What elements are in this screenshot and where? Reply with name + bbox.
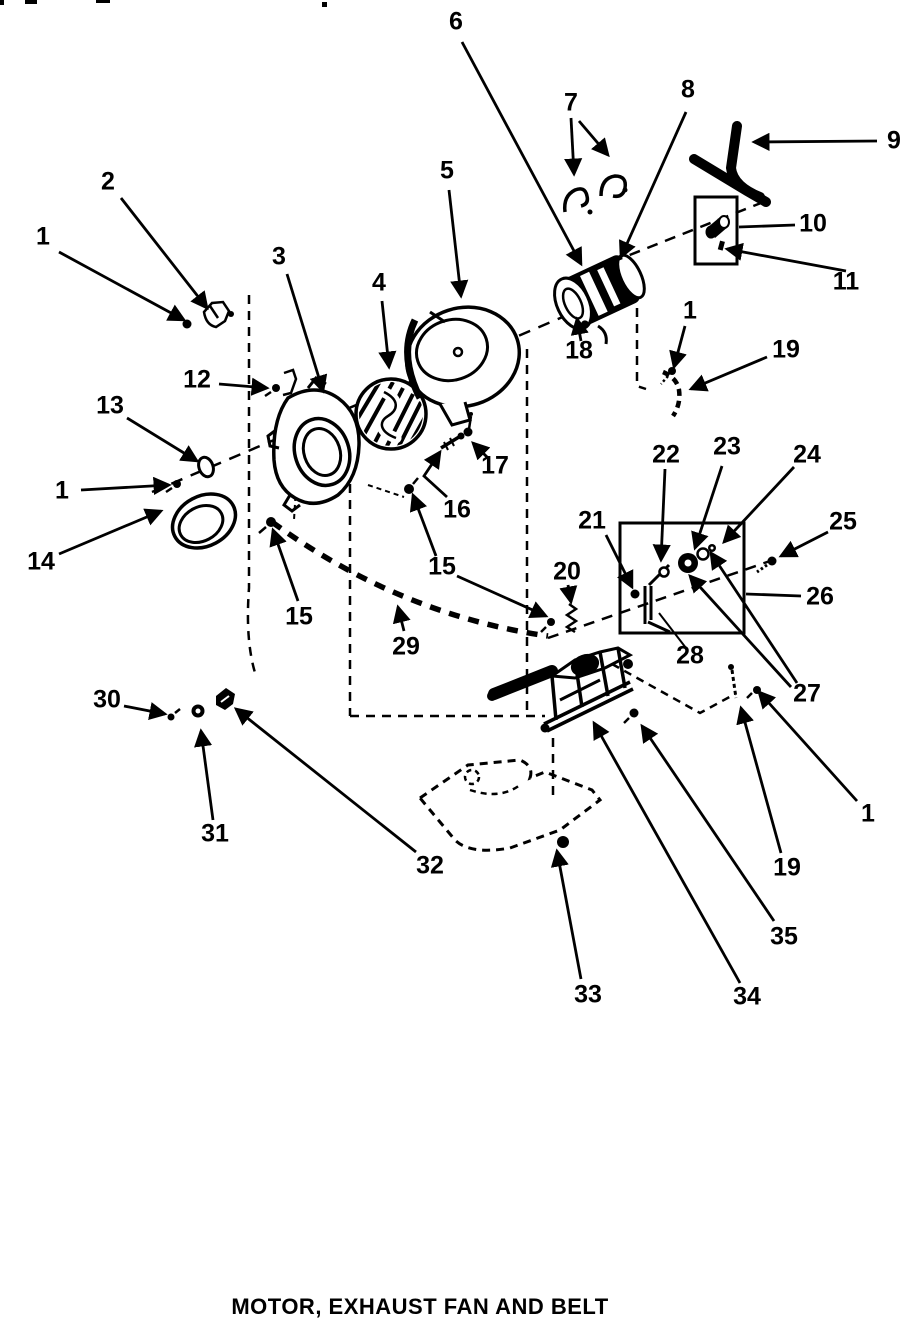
callout-c35: 35 [770, 922, 798, 951]
callout-c24: 24 [793, 440, 821, 469]
clip-19a-drawing [662, 369, 682, 418]
left-small-parts [165, 300, 298, 550]
screw-15b-drawing [404, 484, 414, 494]
spring-drawing [564, 602, 579, 634]
callout-c33: 33 [574, 980, 602, 1009]
pulley-key-drawing [717, 240, 725, 251]
callout-c1a: 1 [36, 222, 50, 251]
callout-c34: 34 [733, 982, 761, 1011]
wire-clips-drawing [562, 174, 628, 215]
screw-16-drawing [440, 435, 460, 450]
screw-30-drawing [167, 713, 175, 721]
callout-c1d: 1 [861, 799, 875, 828]
seal-ring-13-drawing [197, 455, 215, 479]
screw-1c-drawing [173, 480, 181, 488]
callout-c12: 12 [183, 365, 211, 394]
page-edge-artifact [322, 2, 327, 7]
callout-c29: 29 [392, 632, 420, 661]
screw-15a-drawing [266, 517, 276, 527]
callout-c13: 13 [96, 391, 124, 420]
fan-cover-drawing [404, 305, 522, 427]
callout-c30: 30 [93, 685, 121, 714]
callout-c20: 20 [553, 557, 581, 586]
motor-fasteners-drawing [660, 367, 682, 418]
callout-c28: 28 [676, 641, 704, 670]
callout-c17: 17 [481, 451, 509, 480]
callout-c26: 26 [806, 582, 834, 611]
callout-c8: 8 [681, 75, 695, 104]
figure-caption: MOTOR, EXHAUST FAN AND BELT [231, 1294, 609, 1319]
blower-wheel-drawing [354, 377, 428, 451]
callout-c5: 5 [440, 156, 454, 185]
grommet-cluster-drawing [167, 688, 235, 721]
front-belt-drawing [270, 519, 549, 639]
callout-c3: 3 [272, 242, 286, 271]
motor-pulley-drawing [705, 215, 730, 251]
belt-drawing [689, 121, 771, 207]
construction-lines [151, 292, 736, 796]
callout-c25: 25 [829, 507, 857, 536]
mount-fasteners-drawing [540, 618, 761, 724]
idler-assembly-drawing [630, 544, 777, 634]
fan-housing-drawing [266, 376, 361, 513]
idler-screw-drawing [630, 589, 640, 599]
callout-c6: 6 [449, 7, 463, 36]
base-plate-drawing [417, 758, 603, 852]
callout-c21: 21 [578, 506, 606, 535]
callout-c14: 14 [27, 547, 55, 576]
callout-c22: 22 [652, 440, 680, 469]
callout-c15a: 15 [285, 602, 313, 631]
callout-c9: 9 [887, 126, 901, 155]
callout-c10: 10 [799, 209, 827, 238]
callout-c1b: 1 [683, 296, 697, 325]
callout-c4: 4 [372, 268, 386, 297]
leader-lines [58, 41, 878, 984]
callout-c11: 11 [832, 267, 860, 296]
callout-c16: 16 [443, 495, 471, 524]
shaft-axes [547, 199, 771, 640]
callout-c2: 2 [101, 167, 115, 196]
page-edge-artifact [25, 0, 37, 4]
cover-screws-drawing [404, 412, 473, 494]
callout-c19a: 19 [772, 335, 800, 364]
callout-c27: 27 [793, 679, 821, 708]
screw-12-drawing [272, 384, 280, 392]
callout-c1c: 1 [55, 476, 69, 505]
callout-c19b: 19 [773, 853, 801, 882]
idler-shaft-screw-drawing [767, 556, 777, 566]
callout-c23: 23 [713, 432, 741, 461]
callout-c18: 18 [565, 336, 593, 365]
felt-ring-14-drawing [170, 492, 238, 550]
motor-mount-drawing [487, 646, 634, 733]
callout-c7: 7 [564, 88, 578, 117]
callout-c32: 32 [416, 851, 444, 880]
screw-1a-drawing [182, 319, 192, 329]
idler-washer-drawing [658, 566, 670, 578]
callout-c15b: 15 [428, 552, 456, 581]
page-edge-artifact [0, 0, 4, 5]
callout-c31: 31 [201, 819, 229, 848]
page-edge-artifact [96, 0, 110, 3]
screw-17-drawing [463, 427, 473, 437]
